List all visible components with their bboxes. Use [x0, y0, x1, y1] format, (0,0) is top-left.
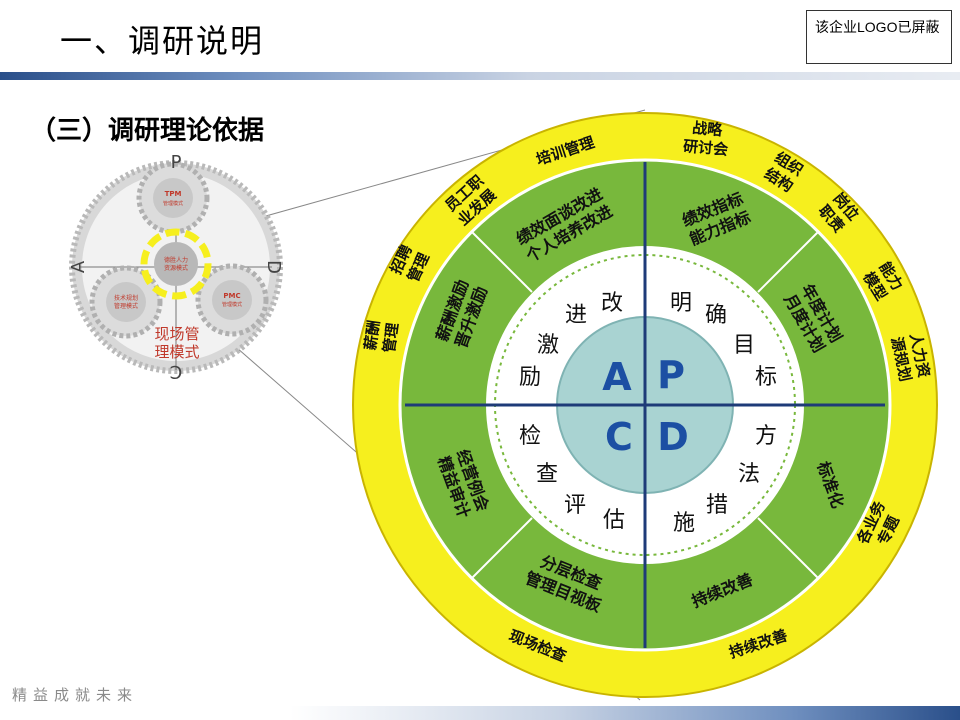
thumb-letter-p: P: [171, 152, 182, 173]
gear-tech-label-2: 管理模式: [114, 302, 138, 310]
header-bar: [0, 72, 960, 80]
gear-tech: 技术规划 管理模式: [89, 265, 163, 339]
a-char-1: 改: [601, 291, 623, 316]
center-letter-d: D: [657, 415, 689, 459]
c-char-4: 估: [603, 508, 625, 533]
thumbnail-gear-diagram: TPM 管理模式 技术规划 管理模式 PMC 管理模式 德胜人力 资源模式 P …: [68, 152, 284, 382]
pdca-wheel: A P C D 明 确 目 标 方 法 措 施 检 查 评 估 改 进 激 励 …: [352, 112, 938, 698]
gear-tech-label-1: 技术规划: [114, 294, 138, 302]
d-char-4: 施: [673, 511, 695, 536]
p-char-4: 标: [755, 365, 777, 390]
gear-center-label-2: 资源模式: [164, 264, 188, 272]
a-char-2: 进: [565, 303, 587, 328]
c-char-3: 评: [564, 493, 586, 518]
c-char-2: 查: [536, 462, 558, 487]
a-char-4: 励: [519, 365, 541, 390]
gear-pmc: PMC 管理模式: [195, 263, 269, 337]
site-mode-label-1: 现场管: [154, 325, 199, 343]
logo-placeholder: 该企业LOGO已屏蔽: [806, 10, 952, 64]
d-char-1: 方: [755, 424, 777, 449]
d-char-2: 法: [738, 462, 760, 487]
thumb-letter-c: C: [170, 361, 183, 382]
p-char-1: 明: [670, 291, 692, 316]
yellow-strategy-1: 战略: [691, 119, 723, 140]
gear-tpm-label: TPM: [165, 190, 182, 198]
center-letter-a: A: [602, 355, 632, 399]
center-letter-p: P: [657, 353, 685, 397]
yellow-salary-1: 薪酬: [361, 319, 383, 351]
gear-tpm-sub: 管理模式: [163, 200, 183, 207]
d-char-3: 措: [706, 493, 728, 518]
thumb-letter-d: D: [263, 260, 284, 274]
site-mode-label-2: 理模式: [154, 343, 199, 361]
footer-bar: [290, 706, 960, 720]
yellow-strategy-2: 研讨会: [682, 137, 728, 159]
c-char-1: 检: [519, 424, 541, 449]
thumb-letter-a: A: [68, 260, 89, 273]
p-char-3: 目: [733, 333, 755, 358]
gear-pmc-sub: 管理模式: [222, 301, 242, 308]
footer-slogan: 精益成就未来: [12, 686, 139, 704]
p-char-2: 确: [705, 303, 727, 328]
center-letter-c: C: [605, 415, 633, 459]
yellow-salary-2: 管理: [380, 322, 402, 354]
a-char-3: 激: [537, 333, 559, 358]
gear-tpm: TPM 管理模式: [136, 161, 210, 235]
gear-center: 德胜人力 资源模式: [140, 228, 212, 300]
gear-pmc-label: PMC: [223, 292, 240, 300]
gear-center-label-1: 德胜人力: [164, 256, 188, 264]
page-title: 一、调研说明: [60, 22, 265, 60]
section-subtitle: （三）调研理论依据: [30, 116, 265, 146]
